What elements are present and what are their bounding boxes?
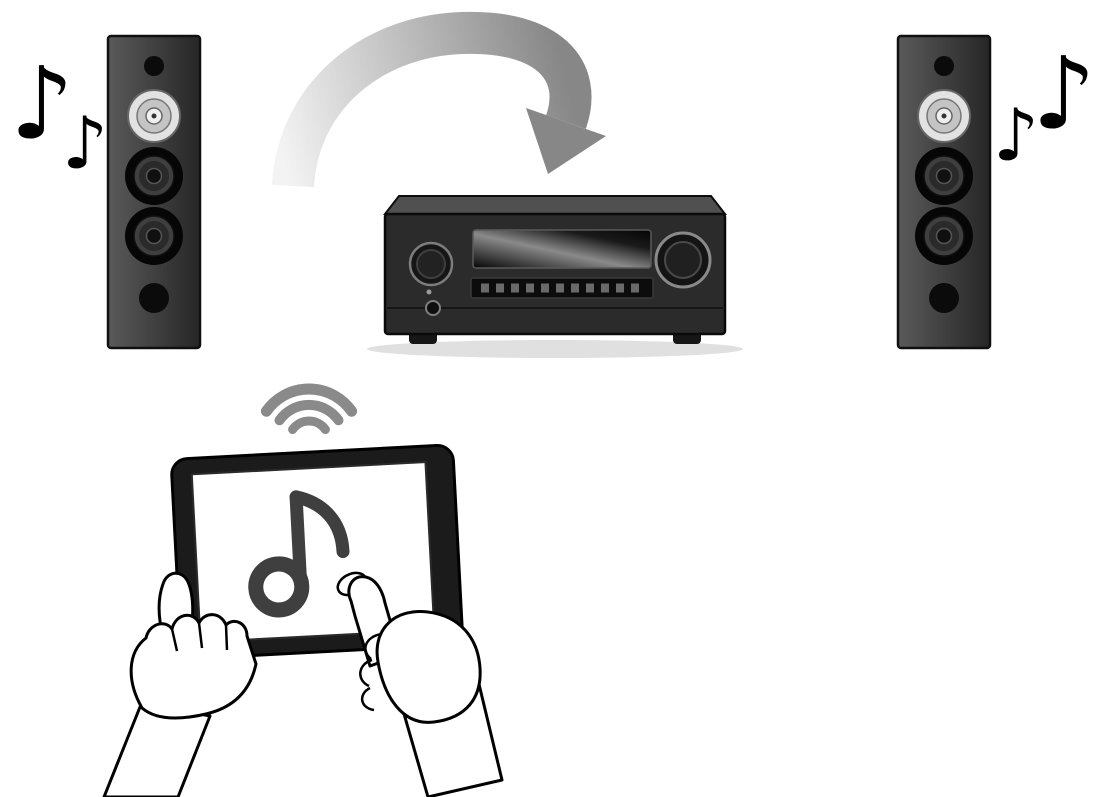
right-curled-fingers xyxy=(359,632,383,712)
music-note-icon xyxy=(248,490,350,618)
musical-notes-right: ♪ ♪ xyxy=(993,35,1096,177)
right-speaker xyxy=(896,34,992,350)
wifi-arc-outer xyxy=(260,383,358,417)
right-palm xyxy=(375,610,482,724)
left-fingers xyxy=(129,613,258,720)
power-button-icon xyxy=(425,300,441,316)
eighth-note-icon: ♪ xyxy=(1032,35,1096,152)
wifi-waves-icon xyxy=(260,383,358,434)
eighth-note-icon: ♪ xyxy=(10,45,74,162)
left-speaker xyxy=(106,34,202,350)
stream-arrow-shaft xyxy=(272,11,592,188)
receiver-knob-left-inner xyxy=(416,249,446,279)
eighth-note-icon: ♪ xyxy=(62,101,108,185)
left-hand xyxy=(102,571,258,797)
receiver-knob-right-inner xyxy=(664,241,702,279)
music-note-stem xyxy=(289,490,307,585)
wifi-arc-middle xyxy=(274,399,344,426)
left-finger-lines xyxy=(170,622,229,652)
music-note-flag xyxy=(289,490,350,559)
music-note-head xyxy=(248,556,310,618)
receiver-shadow xyxy=(367,340,743,358)
musical-notes-left: ♪ ♪ xyxy=(10,45,108,185)
right-hand xyxy=(336,571,504,797)
stream-arrow-head xyxy=(526,108,606,174)
av-receiver xyxy=(367,195,743,358)
wifi-arc-inner xyxy=(288,416,330,434)
status-led xyxy=(426,289,432,295)
stream-arrow-icon xyxy=(272,11,606,188)
eighth-note-icon: ♪ xyxy=(993,93,1039,177)
receiver-display xyxy=(472,229,652,269)
receiver-top-panel xyxy=(382,195,728,215)
